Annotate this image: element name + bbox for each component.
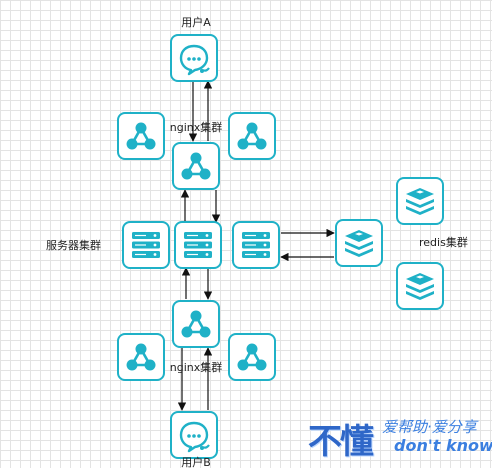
redis-stack-icon: [335, 219, 383, 267]
watermark-slogan: 爱帮助·爱分享: [382, 418, 477, 436]
cluster-network-icon: [171, 299, 221, 349]
redis-cluster-label: redis集群: [419, 235, 468, 249]
cluster-network-icon: [116, 332, 166, 382]
watermark-brand: don't know: [394, 436, 492, 455]
nginx-bottom-label: nginx集群: [170, 360, 223, 374]
redis-main-node: [335, 219, 383, 267]
user-b-node: [169, 410, 219, 460]
user-a-label: 用户A: [181, 15, 211, 29]
nginx-top-center-node: [171, 141, 221, 191]
cluster-network-icon: [116, 111, 166, 161]
nginx-top-left-node: [116, 111, 166, 161]
chat-headset-icon: [169, 33, 219, 83]
server-rack-icon: [174, 221, 222, 269]
server-left-node: [122, 221, 170, 269]
watermark-mark: 不懂: [308, 422, 374, 462]
server-center-node: [174, 221, 222, 269]
nginx-bottom-right-node: [227, 332, 277, 382]
cluster-network-icon: [171, 141, 221, 191]
redis-stack-icon: [396, 177, 444, 225]
redis-stack-icon: [396, 262, 444, 310]
server-rack-icon: [232, 221, 280, 269]
nginx-top-label: nginx集群: [170, 120, 223, 134]
cluster-network-icon: [227, 332, 277, 382]
redis-top-node: [396, 177, 444, 225]
redis-bottom-node: [396, 262, 444, 310]
chat-headset-icon: [169, 410, 219, 460]
server-right-node: [232, 221, 280, 269]
nginx-top-right-node: [227, 111, 277, 161]
edges: [177, 80, 335, 411]
user-a-node: [169, 33, 219, 83]
user-b-label: 用户B: [181, 455, 211, 468]
server-cluster-label: 服务器集群: [46, 238, 101, 252]
cluster-network-icon: [227, 111, 277, 161]
nginx-bottom-left-node: [116, 332, 166, 382]
server-rack-icon: [122, 221, 170, 269]
watermark-logo: 不懂 爱帮助·爱分享 don't know: [308, 408, 492, 464]
nginx-bottom-center-node: [171, 299, 221, 349]
